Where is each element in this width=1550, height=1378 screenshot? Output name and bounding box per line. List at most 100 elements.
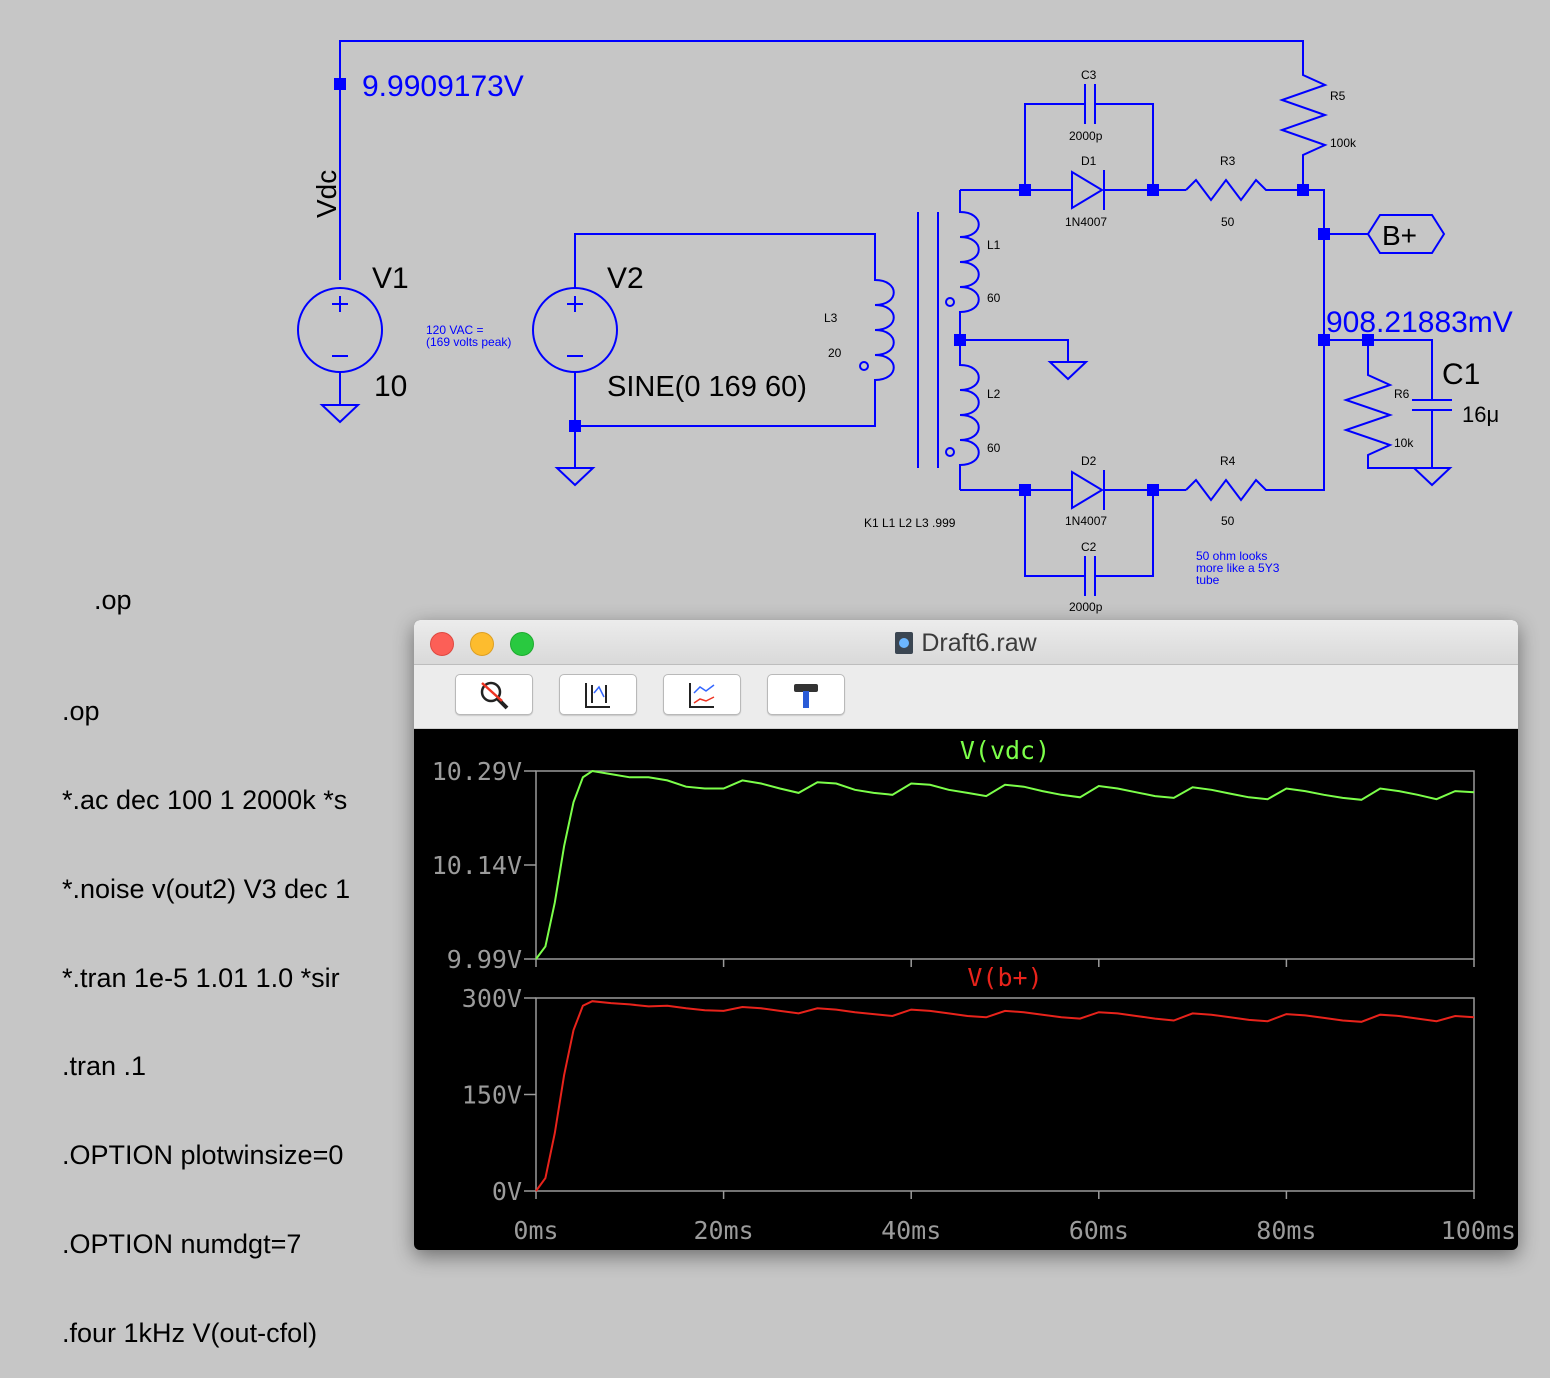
l2-dot-icon (945, 447, 955, 457)
trace-title[interactable]: V(vdc) (960, 736, 1050, 765)
wire-v2-bottom (574, 372, 876, 427)
x-tick-label: 80ms (1256, 1216, 1316, 1245)
junction-vdc (334, 78, 346, 90)
r6-name: R6 (1394, 387, 1410, 401)
zoom-extents-button[interactable] (663, 674, 741, 715)
diode-d1 (1071, 170, 1104, 210)
d1-value: 1N4007 (1065, 215, 1107, 229)
junction-d1-a (1019, 184, 1031, 196)
r5-value: 100k (1330, 136, 1357, 150)
l1-value: 60 (987, 291, 1001, 305)
l3-name: L3 (824, 311, 838, 325)
zoom-cancel-icon (480, 681, 509, 710)
d1-name: D1 (1081, 154, 1097, 168)
junction-r5 (1297, 184, 1309, 196)
pane-vdc[interactable]: 10.29V 10.14V 9.99V V(vdc) (432, 736, 1475, 974)
l1-name: L1 (987, 238, 1001, 252)
junction-out (1318, 334, 1330, 346)
ground-v2-icon (554, 467, 596, 487)
zoom-cancel-button[interactable] (455, 674, 533, 715)
ground-v1-icon (319, 404, 361, 424)
y-tick-label: 0V (492, 1177, 522, 1206)
autorange-icon (585, 683, 610, 708)
pane-frame (535, 770, 1475, 960)
junction-bplus (1318, 228, 1330, 240)
y-tick-label: 9.99V (447, 945, 522, 974)
wire-c1-top (1324, 339, 1433, 400)
l2-value: 60 (987, 441, 1001, 455)
inductor-l3 (874, 270, 895, 385)
close-window-button[interactable] (430, 632, 454, 656)
junction-v2 (569, 420, 581, 432)
trace-line-0-0 (535, 769, 1475, 960)
l3-dot-icon (859, 361, 869, 371)
window-titlebar[interactable]: Draft6.raw (414, 620, 1518, 665)
c2-name: C2 (1081, 540, 1097, 554)
x-tick-label: 20ms (693, 1216, 753, 1245)
c3-name: C3 (1081, 68, 1097, 82)
directive-line: .four 1kHz V(out-cfol) (62, 1317, 318, 1348)
pane-frame (535, 997, 1475, 1192)
window-title: Draft6.raw (414, 629, 1518, 658)
directive-line: .OPTION plotwinsize=0 (62, 1140, 344, 1171)
time-axis: 0ms 20ms 40ms 60ms 80ms 100ms (513, 1216, 1516, 1245)
y-tick-label: 10.29V (432, 757, 522, 786)
r4-note-3: tube (1196, 573, 1220, 587)
settings-button[interactable] (767, 674, 845, 715)
ground-c1-icon (1411, 467, 1453, 487)
junction-d2-a (1019, 484, 1031, 496)
wire-c2-left (1024, 490, 1085, 577)
junction-c1 (1362, 334, 1374, 346)
d2-name: D2 (1081, 454, 1097, 468)
v2-note-1: 120 VAC = (426, 323, 483, 337)
c1-value: 16μ (1462, 402, 1499, 427)
resistor-r4 (1185, 340, 1325, 502)
wire-vdc (339, 40, 1304, 280)
zoom-window-button[interactable] (510, 632, 534, 656)
trace-title[interactable]: V(b+) (967, 963, 1042, 992)
directive-line: .tran .1 (62, 1051, 147, 1082)
r3-value: 50 (1221, 215, 1235, 229)
r4-note-1: 50 ohm looks (1196, 549, 1267, 563)
k1-directive: K1 L1 L2 L3 .999 (864, 516, 956, 530)
resistor-r5 (1278, 65, 1329, 190)
r5-name: R5 (1330, 89, 1346, 103)
inductor-l2 (959, 340, 980, 490)
directive-line: .op (62, 696, 100, 727)
op-directive-label[interactable]: .op (94, 585, 132, 615)
y-tick-label: 10.14V (432, 851, 522, 880)
window-title-text: Draft6.raw (921, 629, 1037, 657)
d2-value: 1N4007 (1065, 514, 1107, 528)
y-tick-label: 300V (462, 984, 522, 1013)
resistor-r6 (1342, 340, 1432, 469)
waveform-viewer-window[interactable]: Draft6.raw (414, 620, 1518, 1250)
document-icon (895, 632, 914, 654)
bplus-port-icon[interactable] (1366, 214, 1446, 254)
v1-value: 10 (374, 370, 407, 403)
directive-line: *.tran 1e-5 1.01 1.0 *sir (62, 962, 340, 993)
x-tick-label: 100ms (1441, 1216, 1516, 1245)
schematic-canvas[interactable]: 9.9909173V 908.21883mV 120 VAC = (169 vo… (0, 0, 1550, 620)
c2-value: 2000p (1069, 600, 1103, 614)
r4-note-2: more like a 5Y3 (1196, 561, 1280, 575)
l3-value: 20 (828, 346, 842, 360)
plot-toolbar (414, 665, 1518, 729)
wire-v2-top (574, 233, 876, 288)
inductor-l1 (959, 190, 980, 340)
wire-c3-right (1095, 103, 1154, 190)
wire-c3-left (1024, 103, 1085, 190)
directive-line: .OPTION numdgt=7 (62, 1228, 302, 1259)
x-tick-label: 40ms (881, 1216, 941, 1245)
bplus-label: B+ (1382, 220, 1417, 251)
minimize-window-button[interactable] (470, 632, 494, 656)
autorange-button[interactable] (559, 674, 637, 715)
y-tick-label: 150V (462, 1081, 522, 1110)
pane-bplus[interactable]: 300V 150V 0V V(b+) (462, 963, 1475, 1206)
v1-name: V1 (372, 262, 409, 295)
x-tick-label: 60ms (1069, 1216, 1129, 1245)
hammer-icon (794, 684, 818, 708)
v2-note-2: (169 volts peak) (426, 335, 511, 349)
x-tick-label: 0ms (513, 1216, 558, 1245)
spice-directives-block[interactable]: .op *.ac dec 100 1 2000k *s *.noise v(ou… (62, 638, 350, 1378)
